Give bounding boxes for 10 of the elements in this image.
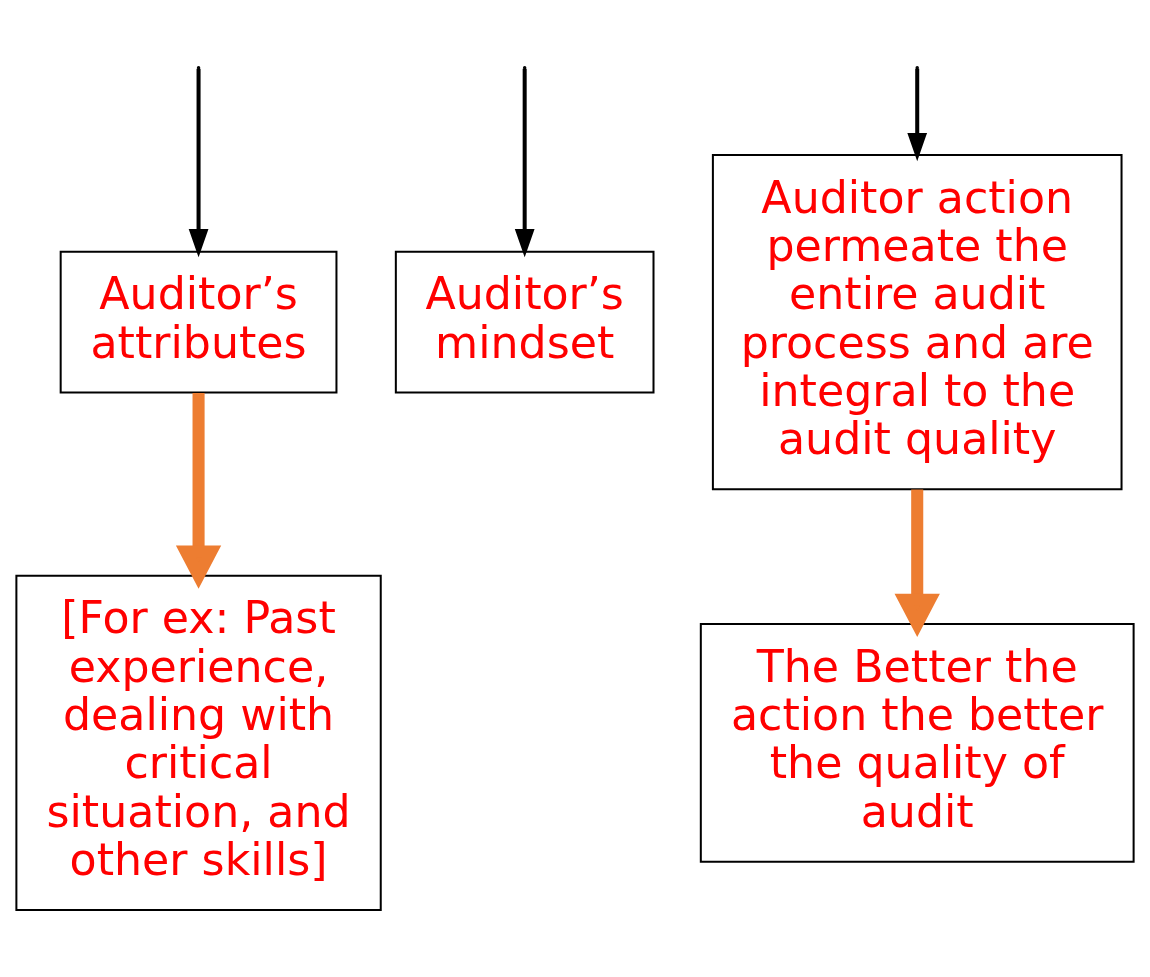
node-box: [For ex: Past experience, dealing with critical situation, and other skills]	[15, 574, 382, 911]
arrow	[188, 68, 209, 258]
node-box: Auditor’s mindset	[394, 250, 655, 394]
arrow	[514, 68, 535, 258]
arrow	[894, 489, 940, 637]
node-box: Auditor’s attributes	[59, 250, 338, 394]
arrow	[907, 68, 928, 162]
arrow	[175, 392, 222, 589]
node-box: Auditor action permeate the entire audit process and are integral to the audit quality	[711, 154, 1123, 491]
node-box: The Better the action the better the quality of audit	[699, 623, 1135, 863]
